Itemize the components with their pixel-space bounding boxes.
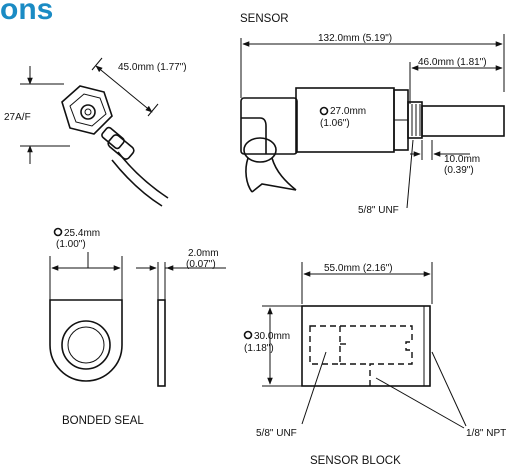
dim-27mm: 27.0mm bbox=[330, 106, 366, 117]
sensor-side-view bbox=[240, 34, 505, 209]
dim-2mm-inch: (0.07") bbox=[186, 259, 216, 270]
dim-10mm-inch: (0.39") bbox=[444, 165, 474, 176]
dim-2mm: 2.0mm bbox=[188, 248, 219, 259]
block-thread-5-8-unf: 5/8" UNF bbox=[256, 428, 297, 439]
bonded-seal-view bbox=[49, 227, 226, 387]
section-heading: ons bbox=[0, 0, 54, 26]
dim-45mm: 45.0mm (1.77") bbox=[118, 62, 187, 73]
dim-10mm: 10.0mm bbox=[444, 154, 480, 165]
thread-5-8-unf: 5/8" UNF bbox=[358, 205, 399, 216]
dim-132mm: 132.0mm (5.19") bbox=[318, 33, 392, 44]
bonded-seal-label: BONDED SEAL bbox=[62, 415, 144, 427]
dim-30mm-inch: (1.18") bbox=[244, 343, 274, 354]
dim-25-4mm-inch: (1.00") bbox=[56, 239, 86, 250]
sensor-block-label: SENSOR BLOCK bbox=[310, 455, 401, 467]
dim-55mm: 55.0mm (2.16") bbox=[324, 263, 393, 274]
dim-27af: 27A/F bbox=[4, 112, 31, 123]
dim-46mm: 46.0mm (1.81") bbox=[418, 57, 487, 68]
sensor-label: SENSOR bbox=[240, 13, 289, 25]
dim-27mm-inch: (1.06") bbox=[320, 118, 350, 129]
sensor-block-view bbox=[243, 262, 467, 429]
dim-25-4mm: 25.4mm bbox=[64, 228, 100, 239]
port-1-8-npt: 1/8" NPT bbox=[466, 428, 506, 439]
sensor-top-view bbox=[20, 57, 169, 207]
dim-30mm: 30.0mm bbox=[254, 331, 290, 342]
